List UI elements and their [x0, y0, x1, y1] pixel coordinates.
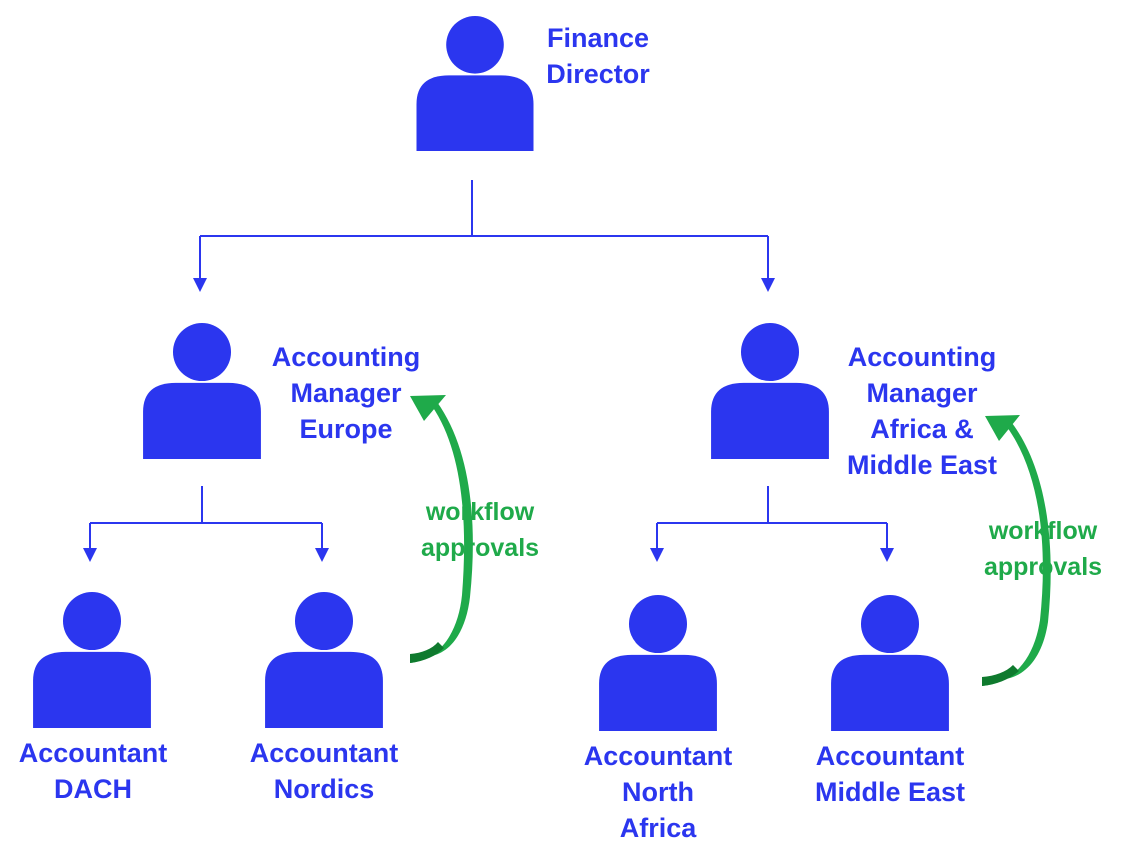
label-line: Accounting: [271, 342, 421, 372]
label-line: Nordics: [273, 774, 375, 804]
label-line: Finance: [546, 23, 650, 53]
approval-arrows: [410, 395, 1051, 686]
arrowhead-icon: [315, 548, 329, 562]
label-line: Manager: [290, 378, 402, 408]
label-line: Director: [546, 59, 650, 89]
label-line: workflow: [425, 498, 535, 526]
approval-arrow-europe: [410, 402, 473, 663]
approval-arrowhead-icon: [410, 395, 446, 421]
arrowhead-icon: [650, 548, 664, 562]
person-icon: [33, 592, 151, 728]
label-accountant-nordics: Accountant Nordics: [226, 735, 422, 807]
arrowhead-icon: [83, 548, 97, 562]
person-icon: [143, 323, 261, 459]
label-line: approvals: [983, 553, 1103, 581]
label-line: Europe: [299, 414, 393, 444]
label-line: DACH: [54, 774, 132, 804]
label-line: Middle East: [814, 777, 966, 807]
label-accountant-north-africa: Accountant North Africa: [560, 738, 756, 846]
label-line: workflow: [988, 517, 1098, 545]
label-manager-europe: Accounting Manager Europe: [252, 339, 440, 447]
label-line: approvals: [420, 534, 540, 562]
label-line: Manager: [866, 378, 978, 408]
label-line: Africa: [619, 813, 697, 843]
label-line: Accountant: [249, 738, 399, 768]
label-finance-director: Finance Director: [528, 20, 668, 92]
label-workflow-approvals-europe: workflow approvals: [390, 494, 570, 566]
person-icon: [416, 16, 534, 151]
person-icon: [711, 323, 829, 459]
arrowhead-icon: [193, 278, 207, 292]
person-icon: [831, 595, 949, 731]
label-line: Accounting: [847, 342, 997, 372]
person-icon: [599, 595, 717, 731]
label-manager-africa-middle-east: Accounting Manager Africa & Middle East: [822, 339, 1022, 483]
arrowhead-icon: [880, 548, 894, 562]
label-accountant-middle-east: Accountant Middle East: [792, 738, 988, 810]
label-workflow-approvals-africa-me: workflow approvals: [960, 513, 1126, 585]
connectors: [83, 180, 894, 562]
person-icon: [265, 592, 383, 728]
label-line: Middle East: [846, 450, 998, 480]
label-accountant-dach: Accountant DACH: [0, 735, 186, 807]
label-line: Accountant: [583, 741, 733, 771]
label-line: Africa &: [870, 414, 974, 444]
label-line: Accountant: [18, 738, 168, 768]
label-line: North: [622, 777, 694, 807]
label-line: Accountant: [815, 741, 965, 771]
approval-arrowhead-icon: [985, 415, 1020, 441]
arrowhead-icon: [761, 278, 775, 292]
